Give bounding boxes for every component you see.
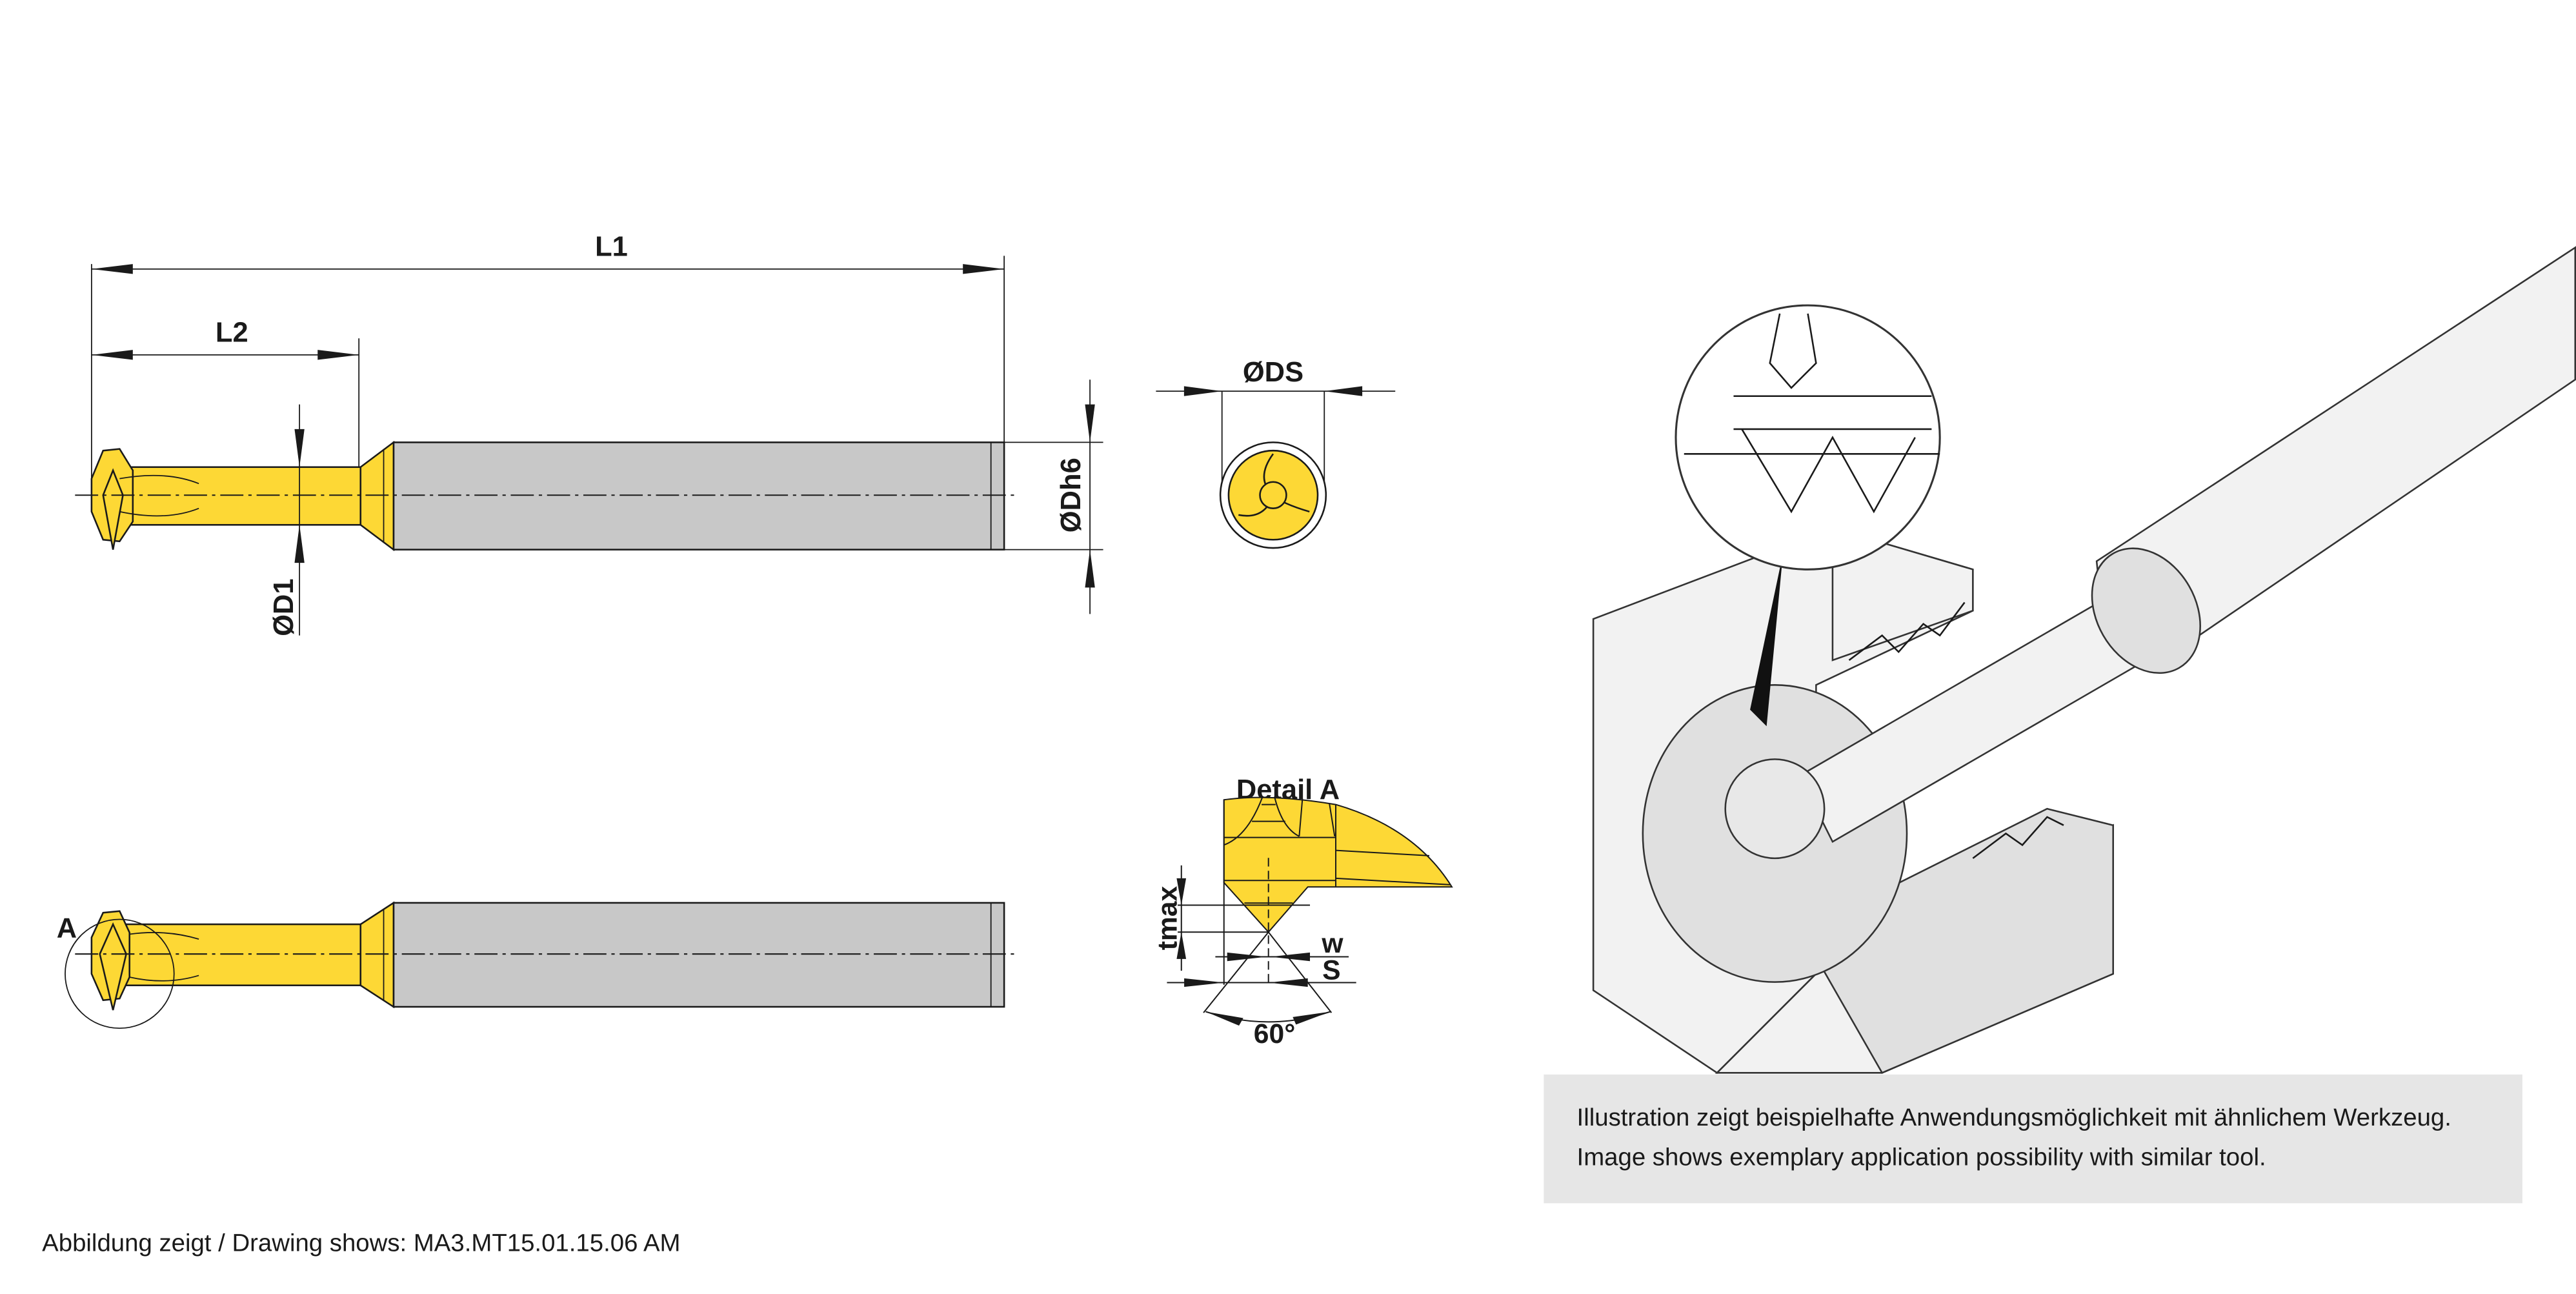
caption-line-de: Illustration zeigt beispielhafte Anwendu… — [1577, 1104, 2451, 1131]
angle-label: 60° — [1254, 1018, 1295, 1049]
s-label: S — [1322, 955, 1340, 986]
dh6-label: ØDh6 — [1056, 458, 1087, 532]
l2-dimension: L2 — [91, 317, 359, 360]
d1-dimension: ØD1 — [268, 404, 305, 636]
caption-line-en: Image shows exemplary application possib… — [1577, 1144, 2266, 1171]
tmax-label: tmax — [1152, 885, 1183, 950]
caption-box — [1544, 1074, 2522, 1204]
l1-dimension: L1 — [91, 231, 1005, 274]
dh6-dimension: ØDh6 — [1004, 379, 1103, 614]
application-illustration: Illustration zeigt beispielhafte Anwendu… — [1544, 246, 2576, 1204]
tool-side-view: L1 L2 ØD1 ØDh6 — [75, 231, 1103, 636]
magnifier-circle — [1675, 304, 1941, 571]
d1-label: ØD1 — [268, 578, 299, 636]
drawing-caption: Abbildung zeigt / Drawing shows: MA3.MT1… — [42, 1229, 680, 1257]
w-label: w — [1321, 928, 1343, 959]
shank — [392, 441, 1005, 551]
ds-label: ØDS — [1243, 357, 1303, 388]
l2-label: L2 — [216, 317, 248, 348]
tool-end-view: ØDS — [1156, 357, 1396, 549]
tool-bottom-view: A — [57, 901, 1016, 1029]
l1-label: L1 — [595, 231, 628, 262]
neck-transition — [359, 440, 395, 552]
detail-a-marker-circle — [65, 918, 175, 1029]
detail-a-marker-label: A — [57, 913, 77, 944]
detail-a: Detail A — [1152, 774, 1453, 1049]
shank-bottom — [392, 902, 1005, 1008]
